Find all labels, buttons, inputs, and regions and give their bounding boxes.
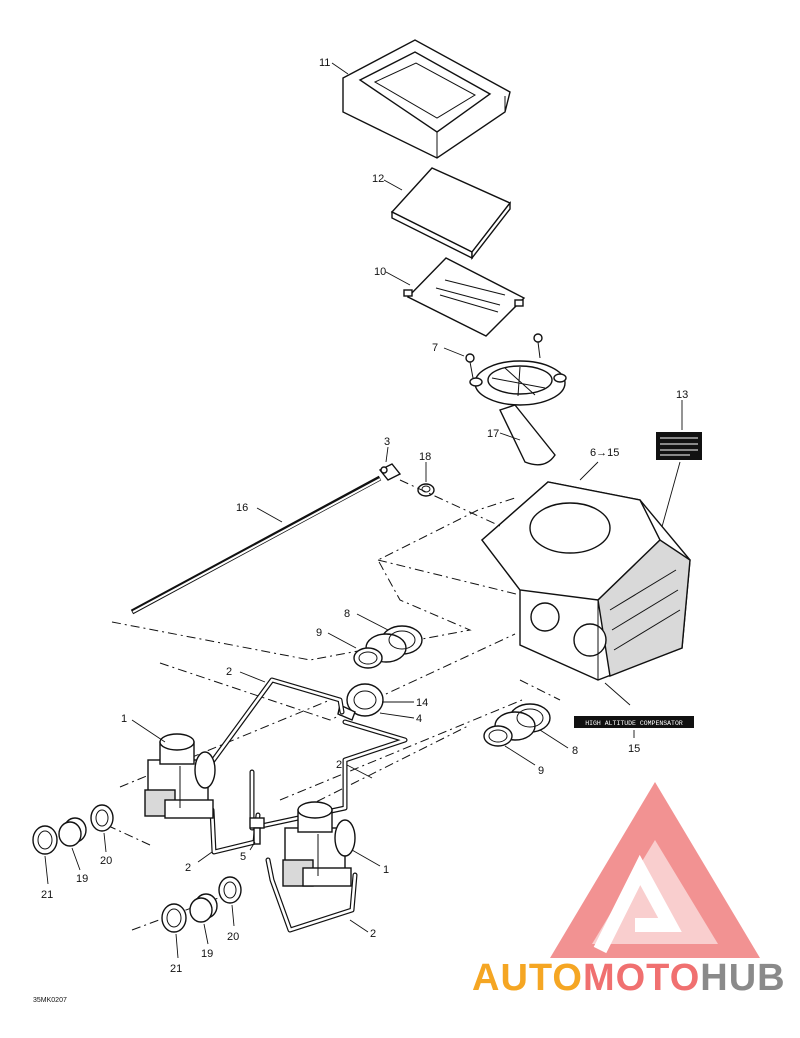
part-10-plate xyxy=(403,257,526,337)
part-5-tee-fitting xyxy=(249,817,265,845)
callout-14: 14 xyxy=(416,697,428,709)
callout-13: 13 xyxy=(676,389,688,401)
diagram-code: 35MK0207 xyxy=(33,997,67,1004)
callout-8-lower: 8 xyxy=(572,745,578,757)
part-9-clamp-upper xyxy=(353,647,383,669)
callout-1-upper: 1 xyxy=(121,713,127,725)
part-18-grommet xyxy=(417,483,435,497)
callout-15: 15 xyxy=(628,743,640,755)
part-13-decal xyxy=(656,432,702,460)
watermark-text: AUTOMOTOHUB xyxy=(472,957,786,999)
part-1-carburetor-lower xyxy=(282,801,356,887)
part-15-decal: HIGH ALTITUDE COMPENSATOR xyxy=(574,716,694,728)
part-19-ring-upper xyxy=(58,817,87,847)
callout-7: 7 xyxy=(432,342,438,354)
callout-2-d: 2 xyxy=(370,928,376,940)
callout-3: 3 xyxy=(384,436,390,448)
callout-11: 11 xyxy=(319,57,330,69)
callout-9-upper: 9 xyxy=(316,627,322,639)
part-20-clamp-lower xyxy=(218,876,242,904)
callout-4: 4 xyxy=(416,713,422,725)
callout-8-upper: 8 xyxy=(344,608,350,620)
part-12-filter xyxy=(390,167,512,261)
watermark-text-moto: MOTO xyxy=(583,957,700,999)
callout-5: 5 xyxy=(240,851,246,863)
callout-20-lower: 20 xyxy=(227,931,239,943)
callout-21-upper: 21 xyxy=(41,889,53,901)
watermark-logo xyxy=(550,782,760,958)
watermark-text-hub: HUB xyxy=(700,957,785,999)
callout-2-b: 2 xyxy=(336,759,342,771)
part-6-airbox xyxy=(481,481,691,681)
callout-10: 10 xyxy=(374,266,386,278)
callout-2-c: 2 xyxy=(185,862,191,874)
callout-9-lower: 9 xyxy=(538,765,544,777)
part-7-screws xyxy=(465,333,543,379)
part-3-fitting xyxy=(378,463,402,481)
part-21-clamp-lower xyxy=(161,903,187,933)
callout-19-lower: 19 xyxy=(201,948,213,960)
watermark-text-auto: AUTO xyxy=(472,957,583,999)
callout-1-lower: 1 xyxy=(383,864,389,876)
part-21-clamp-upper xyxy=(32,825,58,855)
part-9-clamp-lower xyxy=(483,725,513,747)
part-14-compensator xyxy=(337,683,384,721)
part-17-intake-funnel xyxy=(469,360,567,466)
callout-2-a: 2 xyxy=(226,666,232,678)
callout-17: 17 xyxy=(487,428,499,440)
watermark-triangle-shape xyxy=(550,782,760,958)
callout-19-upper: 19 xyxy=(76,873,88,885)
decal-15-text: HIGH ALTITUDE COMPENSATOR xyxy=(585,720,683,727)
callout-6-15: 6→15 xyxy=(590,447,619,459)
part-16-vent-hose xyxy=(130,475,382,615)
callout-16: 16 xyxy=(236,502,248,514)
part-11-frame xyxy=(342,39,511,159)
callout-12: 12 xyxy=(372,173,384,185)
callout-18: 18 xyxy=(419,451,431,463)
callout-21-lower: 21 xyxy=(170,963,182,975)
part-19-ring-lower xyxy=(189,893,218,923)
part-20-clamp-upper xyxy=(90,804,114,832)
callout-20-upper: 20 xyxy=(100,855,112,867)
part-1-carburetor-upper xyxy=(144,733,216,819)
